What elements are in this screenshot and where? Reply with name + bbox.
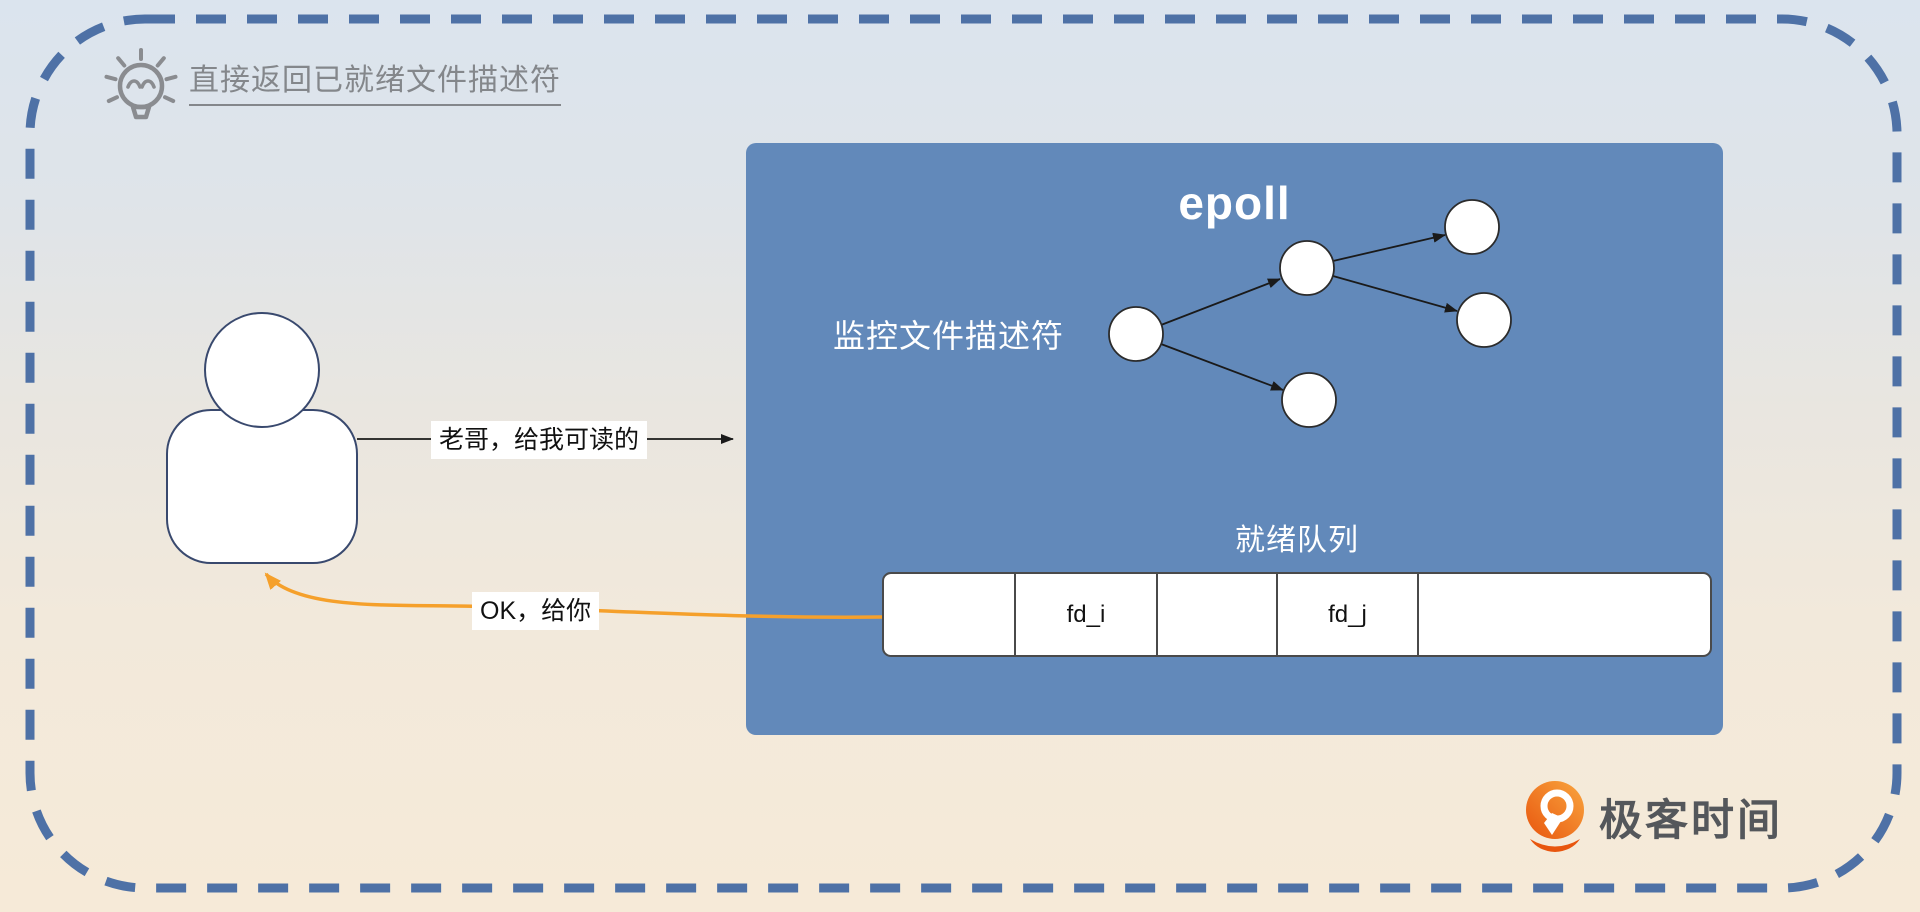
request-arrow-label: 老哥，给我可读的 bbox=[431, 421, 648, 459]
tip-text: 直接返回已就绪文件描述符 bbox=[189, 55, 561, 106]
geektime-pin-icon bbox=[1526, 781, 1584, 852]
geektime-logo-text: 极客时间 bbox=[1599, 797, 1783, 845]
lightbulb-icon bbox=[104, 48, 178, 120]
monitor-fd-label: 监控文件描述符 bbox=[833, 318, 1065, 354]
ready-queue-label: 就绪队列 bbox=[1235, 524, 1359, 557]
ready-queue: fd_i fd_j bbox=[882, 572, 1712, 657]
queue-cell-fd-i: fd_i bbox=[1014, 574, 1156, 655]
queue-cell bbox=[884, 574, 1014, 655]
queue-cell-fd-j: fd_j bbox=[1276, 574, 1417, 655]
person-icon bbox=[166, 312, 358, 564]
response-arrow-label: OK，给你 bbox=[472, 592, 600, 630]
queue-cell bbox=[1417, 574, 1710, 655]
epoll-title: epoll bbox=[1178, 177, 1291, 229]
queue-cell bbox=[1156, 574, 1276, 655]
